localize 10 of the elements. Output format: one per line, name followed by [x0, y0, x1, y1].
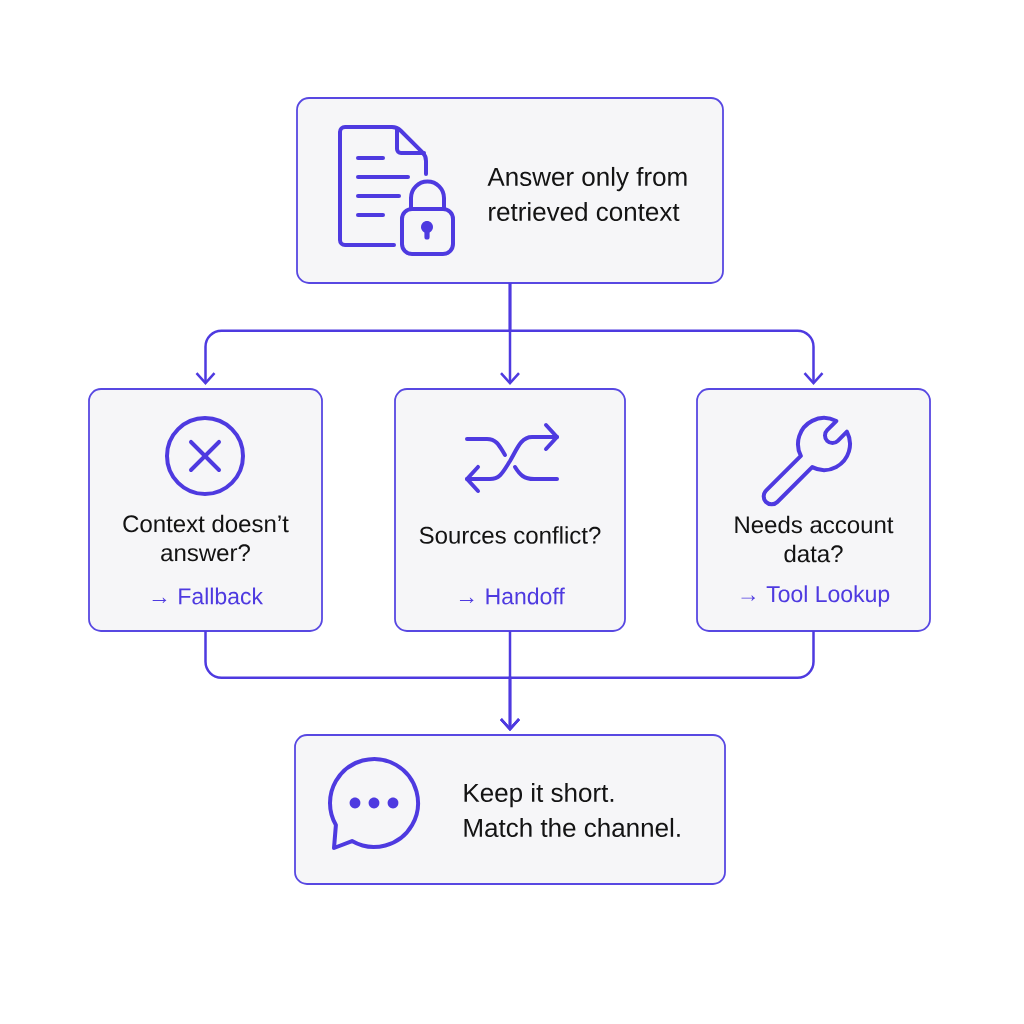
arrow: [500, 631, 815, 731]
question-text: Context doesn’t answer?: [123, 514, 289, 562]
question-text: Sources conflict?: [419, 526, 601, 544]
instruction-text: Keep it short. Match the channel.: [464, 782, 680, 838]
outcome-text: → Handoff: [459, 587, 565, 605]
arrow: [508, 283, 824, 385]
outcome-text: → Tool Lookup: [741, 585, 890, 607]
question-text: Needs account data?: [735, 515, 894, 563]
outcome-text: → Fallback: [152, 587, 264, 605]
instruction-text: Answer only from retrieved context: [487, 166, 687, 222]
